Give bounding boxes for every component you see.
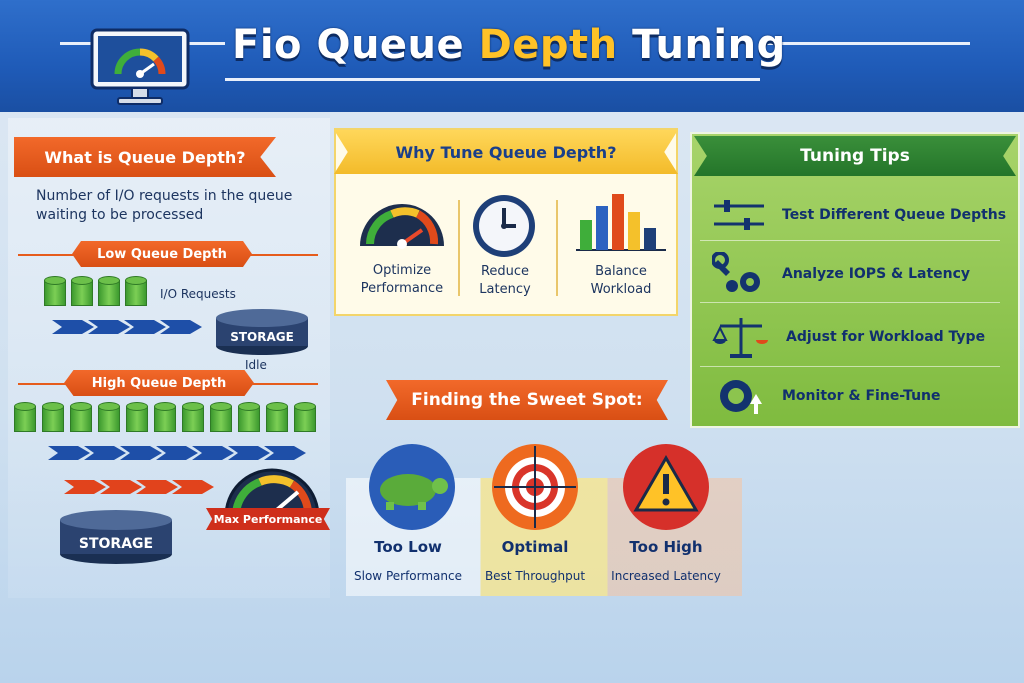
low-qd-requests-label: I/O Requests — [160, 287, 236, 301]
request-db-icon — [210, 402, 232, 434]
max-performance-gauge-icon — [224, 468, 320, 519]
why-item-3-line1: Balance — [595, 264, 647, 279]
sliders-icon — [714, 200, 764, 230]
turtle-icon — [369, 444, 455, 530]
tip-item-4-label: Monitor & Fine-Tune — [782, 388, 941, 404]
tip-separator — [700, 240, 1000, 241]
high-qd-storage-icon — [60, 510, 172, 564]
sweet-option-optimal-subtitle: Best Throughput — [484, 569, 586, 583]
request-db-icon — [182, 402, 204, 434]
sweet-option-too-high-title: Too High — [629, 538, 703, 556]
request-db-icon — [44, 276, 66, 308]
why-item-1-line2: Performance — [360, 281, 444, 296]
request-db-icon — [125, 276, 147, 308]
header-banner: Fio Queue Depth Tuning — [0, 0, 1024, 112]
sweet-option-too-low-subtitle: Slow Performance — [354, 569, 462, 583]
tip-item-3-label: Adjust for Workload Type — [786, 329, 986, 345]
sweet-option-optimal-title: Optimal — [501, 538, 569, 556]
low-qd-heading: Low Queue Depth — [72, 241, 252, 267]
sweet-option-too-high: Too High Increased Latency — [610, 538, 722, 583]
request-db-icon — [266, 402, 288, 434]
tip-separator — [700, 302, 1000, 303]
high-qd-storage-label: STORAGE — [78, 536, 154, 552]
request-db-icon — [238, 402, 260, 434]
tip-item-1: Test Different Queue Depths — [712, 198, 1006, 232]
warning-icon — [623, 444, 709, 530]
request-db-icon — [70, 402, 92, 434]
target-icon — [492, 444, 578, 530]
what-is-description-line1: Number of I/O requests in the queue — [36, 188, 293, 204]
high-qd-heading: High Queue Depth — [64, 370, 254, 396]
high-qd-requests — [14, 402, 316, 434]
why-divider-2 — [556, 200, 558, 296]
sweet-option-too-high-subtitle: Increased Latency — [611, 569, 721, 583]
why-item-2-line2: Latency — [479, 282, 531, 297]
sweet-option-too-low: Too Low Slow Performance — [352, 538, 464, 583]
why-tune-heading: Why Tune Queue Depth? — [334, 130, 678, 174]
request-db-icon — [98, 402, 120, 434]
tip-item-2-label: Analyze IOPS & Latency — [782, 266, 971, 282]
tip-separator — [700, 366, 1000, 367]
header-divider-bottom — [225, 78, 760, 81]
low-qd-storage-label: STORAGE — [230, 330, 294, 344]
high-qd-blue-arrows — [48, 446, 306, 460]
low-qd-storage-icon — [216, 309, 308, 355]
why-divider-1 — [458, 200, 460, 296]
gear-arrow-icon — [720, 380, 762, 414]
sweet-option-too-low-title: Too Low — [374, 538, 442, 556]
tip-item-4: Monitor & Fine-Tune — [712, 374, 941, 418]
tip-item-3: Adjust for Workload Type — [712, 314, 985, 360]
request-db-icon — [154, 402, 176, 434]
low-qd-arrows — [52, 320, 202, 334]
request-db-icon — [98, 276, 120, 308]
clock-icon — [473, 195, 535, 257]
tip-item-2: Analyze IOPS & Latency — [712, 252, 970, 296]
why-item-1-line1: Optimize — [372, 263, 432, 278]
max-performance-label: Max Performance — [206, 508, 330, 530]
request-db-icon — [71, 276, 93, 308]
balance-scale-icon — [712, 318, 768, 358]
high-qd-red-arrows — [64, 480, 214, 494]
tip-item-1-label: Test Different Queue Depths — [782, 207, 1007, 223]
request-db-icon — [42, 402, 64, 434]
gauge-icon — [360, 204, 444, 249]
what-is-heading: What is Queue Depth? — [14, 137, 276, 177]
tuning-tips-heading: Tuning Tips — [694, 136, 1016, 176]
low-qd-requests — [44, 276, 147, 308]
request-db-icon — [14, 402, 36, 434]
sweet-option-optimal: Optimal Best Throughput — [480, 538, 590, 583]
what-is-description-line2: waiting to be processed — [36, 207, 204, 223]
speedometer-monitor-icon — [90, 28, 190, 105]
low-qd-state-label: Idle — [245, 358, 267, 372]
why-item-3-line2: Workload — [590, 282, 652, 297]
request-db-icon — [294, 402, 316, 434]
page-title: Fio Queue Depth Tuning — [232, 22, 786, 68]
request-db-icon — [126, 402, 148, 434]
wrench-gear-icon — [712, 252, 760, 292]
header-divider-right — [760, 42, 970, 45]
bar-chart-icon — [576, 194, 666, 251]
why-item-2-line1: Reduce — [480, 264, 530, 279]
sweet-spot-heading: Finding the Sweet Spot: — [386, 380, 668, 420]
